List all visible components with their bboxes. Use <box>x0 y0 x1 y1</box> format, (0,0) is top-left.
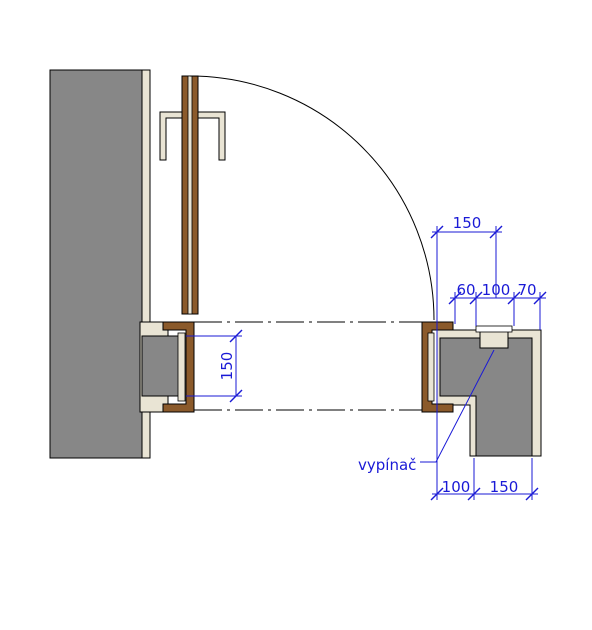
left-door-frame <box>162 321 195 413</box>
dimension-opening-depth: 150 <box>186 329 243 403</box>
switch-box <box>479 329 509 349</box>
right-door-frame <box>421 321 454 413</box>
switch-leader-line <box>420 349 495 463</box>
door-leaf-edge <box>187 75 193 315</box>
switch-callout: vypínač <box>358 349 495 474</box>
door-swing-arc <box>189 75 435 321</box>
dimension-bottom: 100 150 <box>430 458 539 501</box>
switch-label: vypínač <box>358 456 416 474</box>
left-wall <box>49 69 183 459</box>
right-wall <box>436 325 542 457</box>
right-frame-seal <box>427 332 435 402</box>
opening-center-lines <box>194 321 428 411</box>
dim-top-width-text: 150 <box>453 214 482 232</box>
left-frame-seal <box>177 332 186 402</box>
dim-tick <box>507 291 521 305</box>
dim-seg-a-text: 60 <box>456 281 475 299</box>
dim-tick <box>229 389 243 403</box>
left-wall-concrete <box>49 69 143 459</box>
dim-tick <box>533 291 547 305</box>
right-wall-concrete <box>439 337 533 457</box>
left-opening-concrete <box>141 335 183 397</box>
dimension-segments: 60 100 70 <box>448 281 547 330</box>
dim-opening-depth-text: 150 <box>218 352 236 381</box>
dim-tick <box>229 329 243 343</box>
dim-seg-b-text: 100 <box>482 281 511 299</box>
dim-bottom-b-text: 150 <box>490 478 519 496</box>
dim-tick <box>430 225 444 239</box>
dim-tick <box>525 487 539 501</box>
open-door-leaf <box>181 75 199 315</box>
left-frame-wood <box>162 321 195 413</box>
dim-tick <box>489 225 503 239</box>
dimension-top-width: 150 <box>430 214 503 500</box>
dim-tick <box>430 487 444 501</box>
dim-tick <box>448 291 462 305</box>
dim-tick <box>467 487 481 501</box>
dim-bottom-a-text: 100 <box>442 478 471 496</box>
switch-plate <box>475 325 513 333</box>
dim-tick <box>469 291 483 305</box>
dim-seg-c-text: 70 <box>517 281 536 299</box>
